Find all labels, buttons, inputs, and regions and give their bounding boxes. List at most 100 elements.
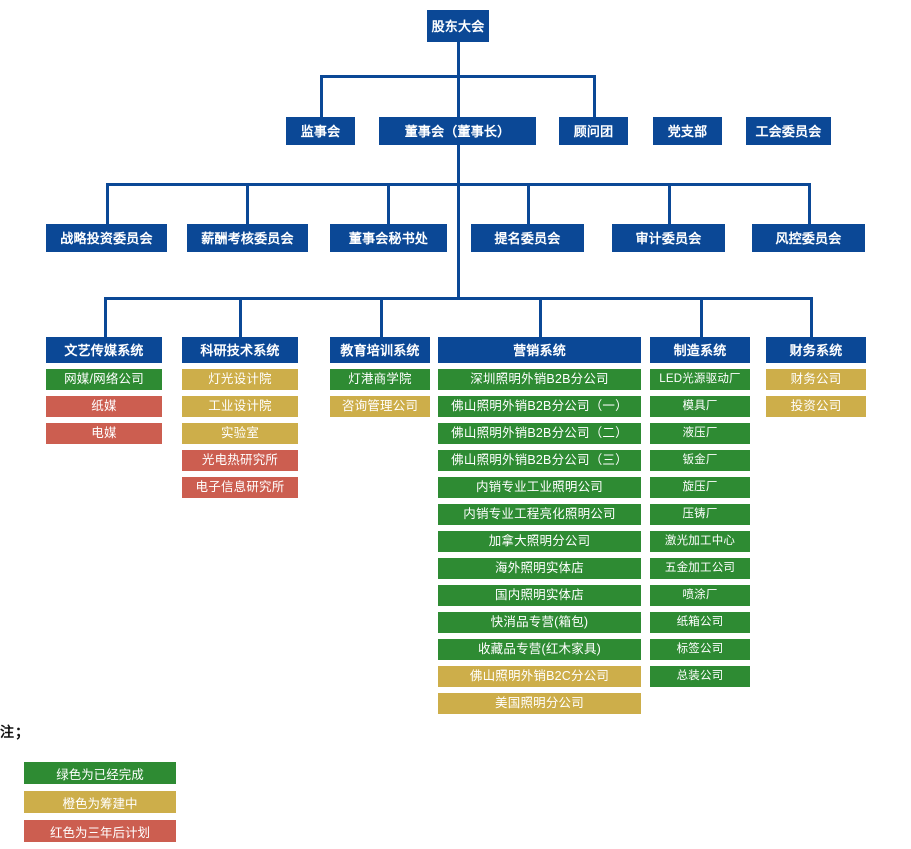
system-item-label: 国内照明实体店 <box>495 588 584 603</box>
node-risk-committee[interactable]: 风控委员会 <box>752 224 865 252</box>
node-compensation-committee[interactable]: 薪酬考核委员会 <box>187 224 308 252</box>
system-item-label: 加拿大照明分公司 <box>488 534 591 549</box>
system-5-item-4[interactable]: 钣金厂 <box>650 450 750 471</box>
system-item-label: 电子信息研究所 <box>195 480 285 495</box>
node-label: 股东大会 <box>431 18 485 34</box>
system-header-6[interactable]: 财务系统 <box>766 337 866 363</box>
connector-drop-sys-5 <box>700 297 703 337</box>
system-4-item-4[interactable]: 佛山照明外销B2B分公司（三） <box>438 450 641 471</box>
system-item-label: 总装公司 <box>676 669 724 682</box>
system-3-item-2[interactable]: 咨询管理公司 <box>330 396 430 417</box>
system-header-label: 营销系统 <box>513 342 566 358</box>
system-header-label: 教育培训系统 <box>340 342 420 358</box>
system-2-item-1[interactable]: 灯光设计院 <box>182 369 298 390</box>
system-5-item-9[interactable]: 喷涂厂 <box>650 585 750 606</box>
system-6-item-1[interactable]: 财务公司 <box>766 369 866 390</box>
system-2-item-3[interactable]: 实验室 <box>182 423 298 444</box>
system-5-item-11[interactable]: 标签公司 <box>650 639 750 660</box>
system-4-item-8[interactable]: 海外照明实体店 <box>438 558 641 579</box>
legend-item-under-construction: 橙色为筹建中 <box>24 791 176 813</box>
system-5-item-10[interactable]: 纸箱公司 <box>650 612 750 633</box>
node-label: 审计委员会 <box>635 230 702 246</box>
system-header-label: 文艺传媒系统 <box>64 342 144 358</box>
system-2-item-2[interactable]: 工业设计院 <box>182 396 298 417</box>
system-item-label: 海外照明实体店 <box>495 561 584 576</box>
node-label: 提名委员会 <box>494 230 561 246</box>
system-2-item-4[interactable]: 光电热研究所 <box>182 450 298 471</box>
system-1-item-1[interactable]: 网媒/网络公司 <box>46 369 162 390</box>
system-4-item-10[interactable]: 快消品专营(箱包) <box>438 612 641 633</box>
system-5-item-5[interactable]: 旋压厂 <box>650 477 750 498</box>
node-board-secretariat[interactable]: 董事会秘书处 <box>330 224 447 252</box>
node-union-committee[interactable]: 工会委员会 <box>746 117 831 145</box>
system-item-label: 压铸厂 <box>682 507 718 520</box>
system-1-item-2[interactable]: 纸媒 <box>46 396 162 417</box>
system-2-item-5[interactable]: 电子信息研究所 <box>182 477 298 498</box>
system-4-item-9[interactable]: 国内照明实体店 <box>438 585 641 606</box>
system-item-label: 实验室 <box>220 426 260 441</box>
system-5-item-8[interactable]: 五金加工公司 <box>650 558 750 579</box>
system-item-label: 财务公司 <box>790 372 842 387</box>
node-nomination-committee[interactable]: 提名委员会 <box>471 224 584 252</box>
system-4-item-13[interactable]: 美国照明分公司 <box>438 693 641 714</box>
system-3-item-1[interactable]: 灯港商学院 <box>330 369 430 390</box>
system-4-item-2[interactable]: 佛山照明外销B2B分公司（一） <box>438 396 641 417</box>
node-label: 董事会秘书处 <box>348 230 429 246</box>
system-6-item-2[interactable]: 投资公司 <box>766 396 866 417</box>
system-5-item-2[interactable]: 模具厂 <box>650 396 750 417</box>
connector-drop-sys-1 <box>104 297 107 337</box>
system-header-3[interactable]: 教育培训系统 <box>330 337 430 363</box>
connector-l1-down <box>457 42 460 75</box>
system-item-label: 灯港商学院 <box>348 372 412 387</box>
node-label: 风控委员会 <box>775 230 842 246</box>
system-item-label: 喷涂厂 <box>682 588 718 601</box>
connector-drop-l3-2 <box>246 183 249 224</box>
system-4-item-11[interactable]: 收藏品专营(红木家具) <box>438 639 641 660</box>
node-board-of-directors[interactable]: 董事会（董事长） <box>379 117 536 145</box>
system-item-label: 纸媒 <box>91 399 117 414</box>
node-label: 董事会（董事长） <box>404 123 511 139</box>
system-5-item-12[interactable]: 总装公司 <box>650 666 750 687</box>
node-label: 工会委员会 <box>755 123 822 139</box>
node-label: 战略投资委员会 <box>60 230 153 246</box>
system-item-label: LED光源驱动厂 <box>659 372 741 385</box>
system-5-item-3[interactable]: 液压厂 <box>650 423 750 444</box>
system-item-label: 佛山照明外销B2B分公司（二） <box>451 426 628 441</box>
system-4-item-7[interactable]: 加拿大照明分公司 <box>438 531 641 552</box>
node-supervisory-board[interactable]: 监事会 <box>286 117 355 145</box>
node-party-branch[interactable]: 党支部 <box>653 117 722 145</box>
system-item-label: 纸箱公司 <box>676 615 724 628</box>
connector-drop-l3-1 <box>106 183 109 224</box>
system-4-item-3[interactable]: 佛山照明外销B2B分公司（二） <box>438 423 641 444</box>
system-4-item-1[interactable]: 深圳照明外销B2B分公司 <box>438 369 641 390</box>
legend-label: 橙色为筹建中 <box>62 796 138 811</box>
node-shareholders-meeting[interactable]: 股东大会 <box>427 10 489 42</box>
system-item-label: 激光加工中心 <box>664 534 736 547</box>
system-1-item-3[interactable]: 电媒 <box>46 423 162 444</box>
node-audit-committee[interactable]: 审计委员会 <box>612 224 725 252</box>
connector-drop-sys-6 <box>810 297 813 337</box>
node-advisory-group[interactable]: 顾问团 <box>559 117 628 145</box>
system-header-5[interactable]: 制造系统 <box>650 337 750 363</box>
system-header-1[interactable]: 文艺传媒系统 <box>46 337 162 363</box>
system-5-item-6[interactable]: 压铸厂 <box>650 504 750 525</box>
system-item-label: 收藏品专营(红木家具) <box>477 642 602 657</box>
system-item-label: 旋压厂 <box>682 480 718 493</box>
node-label: 监事会 <box>300 123 341 139</box>
connector-drop-sys-2 <box>239 297 242 337</box>
system-item-label: 网媒/网络公司 <box>64 372 144 387</box>
system-5-item-1[interactable]: LED光源驱动厂 <box>650 369 750 390</box>
system-item-label: 标签公司 <box>676 642 724 655</box>
system-header-4[interactable]: 营销系统 <box>438 337 641 363</box>
legend-item-completed: 绿色为已经完成 <box>24 762 176 784</box>
legend-label: 红色为三年后计划 <box>49 825 150 840</box>
connector-drop-guwentuan <box>593 75 596 117</box>
system-4-item-6[interactable]: 内销专业工程亮化照明公司 <box>438 504 641 525</box>
node-label: 顾问团 <box>573 123 614 139</box>
system-5-item-7[interactable]: 激光加工中心 <box>650 531 750 552</box>
system-item-label: 内销专业工程亮化照明公司 <box>463 507 616 522</box>
system-4-item-12[interactable]: 佛山照明外销B2C分公司 <box>438 666 641 687</box>
node-strategy-investment-committee[interactable]: 战略投资委员会 <box>46 224 167 252</box>
system-4-item-5[interactable]: 内销专业工业照明公司 <box>438 477 641 498</box>
system-header-2[interactable]: 科研技术系统 <box>182 337 298 363</box>
